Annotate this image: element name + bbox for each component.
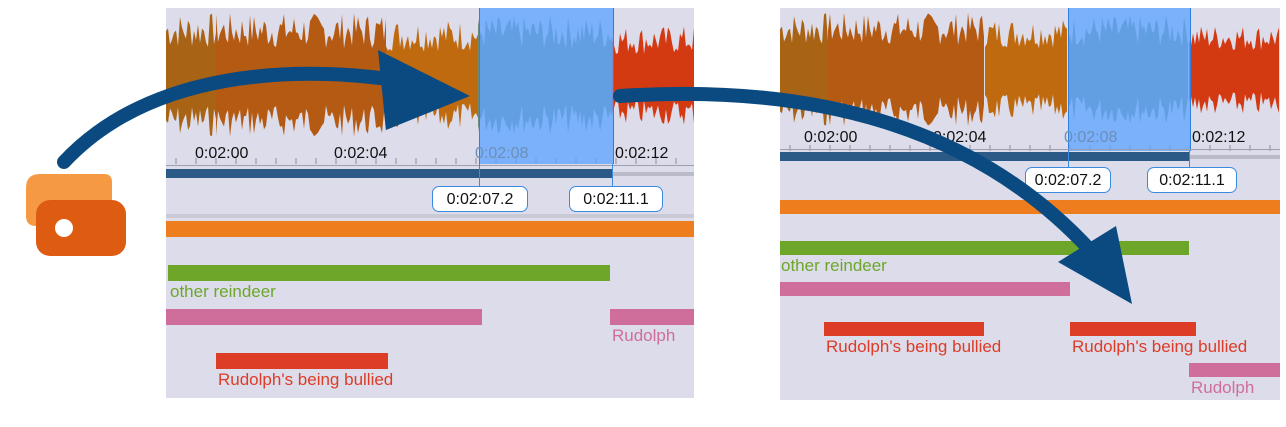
annotation-bar-red[interactable] xyxy=(824,322,984,336)
timeline-scroll-rest xyxy=(1189,155,1280,159)
selection-region[interactable] xyxy=(1068,8,1191,151)
selection-end-time[interactable]: 0:02:11.1 xyxy=(569,186,663,212)
timeline-scroll-rest xyxy=(612,172,694,176)
annotation-bar-pink[interactable] xyxy=(1189,363,1280,377)
annotation-label-green: other reindeer xyxy=(170,282,276,301)
annotation-bar-pink[interactable] xyxy=(780,282,1070,296)
annotation-label-green: other reindeer xyxy=(781,256,887,275)
selection-end-time[interactable]: 0:02:11.1 xyxy=(1147,167,1237,193)
arrow-to-selection xyxy=(57,66,427,169)
selection-end-tick xyxy=(612,164,613,186)
timestamp-label: 0:02:00 xyxy=(195,145,249,162)
annotation-bar-pink[interactable] xyxy=(610,309,694,325)
selection-start-time[interactable]: 0:02:07.2 xyxy=(1025,167,1111,193)
annotation-label-pink: Rudolph xyxy=(1191,378,1255,397)
timeline-scrollbar[interactable] xyxy=(166,169,612,178)
arrow-to-new-bar xyxy=(613,86,1097,257)
selection-end-tick xyxy=(1189,151,1190,167)
annotation-bar-orange[interactable] xyxy=(780,200,1280,214)
arrow-to-new-bar-head xyxy=(1058,226,1132,304)
timeline-scrollbar[interactable] xyxy=(780,152,1189,161)
timestamp-label: 0:02:12 xyxy=(615,145,669,162)
selection-region[interactable] xyxy=(479,8,614,164)
track-separator xyxy=(166,214,694,218)
annotation-label-pink: Rudolph xyxy=(612,326,676,345)
annotation-label-red: Rudolph's being bullied xyxy=(826,337,1002,356)
annotation-bar-pink[interactable] xyxy=(166,309,482,325)
selection-start-tick xyxy=(479,164,480,186)
annotation-bar-red[interactable] xyxy=(1070,322,1196,336)
annotation-bar-red[interactable] xyxy=(216,353,388,369)
annotation-bar-orange[interactable] xyxy=(166,221,694,237)
timestamp-label: 0:02:08 xyxy=(1064,129,1118,146)
app-window-icon xyxy=(26,174,126,256)
arrow-to-selection-head xyxy=(378,50,470,130)
timestamp-label: 0:02:04 xyxy=(334,145,388,162)
annotation-label-red: Rudolph's being bullied xyxy=(1072,337,1248,356)
timestamp-label: 0:02:12 xyxy=(1192,129,1246,146)
timestamp-label: 0:02:08 xyxy=(475,145,529,162)
annotation-label-red: Rudolph's being bullied xyxy=(218,370,394,389)
annotation-bar-green[interactable] xyxy=(168,265,610,281)
ruler-baseline xyxy=(780,149,1280,150)
timestamp-label: 0:02:00 xyxy=(804,129,858,146)
ruler-baseline xyxy=(166,165,694,166)
selection-start-tick xyxy=(1068,151,1069,167)
selection-start-time[interactable]: 0:02:07.2 xyxy=(432,186,528,212)
